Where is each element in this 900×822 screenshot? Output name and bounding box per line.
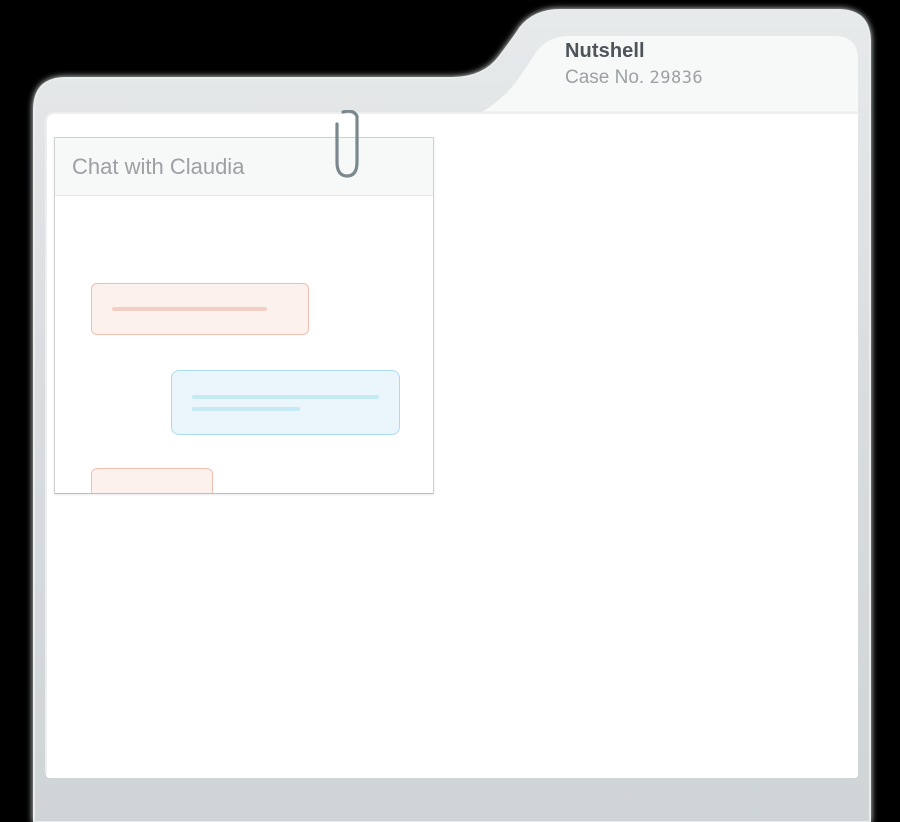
chat-card[interactable]: Chat with Claudia <box>54 137 434 494</box>
folder-tab-face <box>482 36 858 112</box>
redacted-text-line <box>192 406 301 411</box>
case-number-label: Case No. <box>565 67 645 88</box>
case-number: Case No. 29836 <box>565 64 865 92</box>
chat-card-title: Chat with Claudia <box>72 153 245 179</box>
page-title: Nutshell <box>565 40 645 62</box>
chat-message-list <box>55 196 433 493</box>
redacted-text-line <box>112 493 182 494</box>
redacted-text-line <box>192 394 379 399</box>
redacted-text-line <box>112 307 267 311</box>
folder-inner-shade <box>45 112 858 774</box>
case-number-value: 29836 <box>649 68 704 88</box>
chat-message-inbound[interactable] <box>91 468 213 494</box>
chat-message-inbound[interactable] <box>91 283 309 335</box>
chat-message-outbound[interactable] <box>171 370 400 435</box>
case-folder-tab-text: Nutshell Case No. 29836 <box>565 38 865 92</box>
chat-card-header: Chat with Claudia <box>55 138 433 196</box>
